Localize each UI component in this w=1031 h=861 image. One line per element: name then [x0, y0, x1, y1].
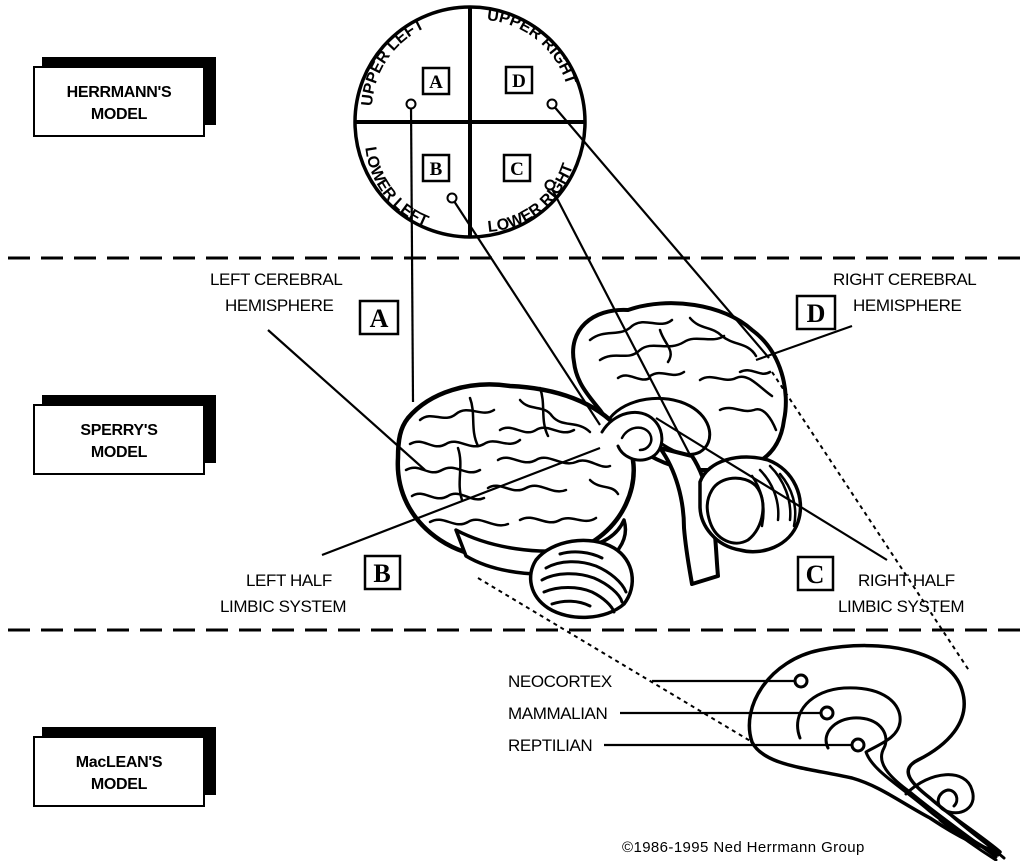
maclean-model-box: MacLEAN'S MODEL: [34, 727, 216, 806]
svg-text:B: B: [430, 159, 443, 180]
sperry-letter-a: A: [360, 301, 398, 334]
quadrant-letter-c: C: [504, 155, 530, 181]
reptilian-label: REPTILIAN: [508, 736, 592, 755]
quadrant-letter-b: B: [423, 155, 449, 181]
svg-text:D: D: [512, 71, 526, 92]
herrmann-model-box: HERRMANN'S MODEL: [34, 57, 216, 136]
sperry-letter-d: D: [797, 296, 835, 329]
neocortex-label: NEOCORTEX: [508, 672, 612, 691]
right-limbic-label-line2: LIMBIC SYSTEM: [838, 597, 964, 616]
quadrant-letter-d: D: [506, 67, 532, 93]
herrmann-quadrant-circle: UPPER LEFT UPPER RIGHT LOWER LEFT LOWER …: [355, 7, 585, 237]
svg-text:D: D: [807, 299, 826, 328]
dotted-right-hemisphere-to-maclean: [772, 372, 970, 672]
svg-text:B: B: [373, 559, 390, 588]
svg-text:C: C: [806, 560, 825, 589]
svg-text:A: A: [429, 72, 443, 93]
reptilian-dot: [852, 739, 864, 751]
dot-lower-left: [448, 194, 457, 203]
dot-lower-right: [546, 181, 555, 190]
sperry-letter-c: C: [798, 557, 833, 590]
left-limbic-label-line2: LIMBIC SYSTEM: [220, 597, 346, 616]
sperry-letter-b: B: [365, 556, 400, 589]
brainstem-loop: [906, 775, 973, 813]
right-cerebellum-white: [707, 478, 763, 543]
mammalian-label: MAMMALIAN: [508, 704, 607, 723]
left-cerebral-label-line1: LEFT CEREBRAL: [210, 270, 342, 289]
copyright-notice: ©1986-1995 Ned Herrmann Group: [622, 839, 865, 856]
model-label-word: MODEL: [91, 444, 148, 461]
neocortex-dot: [795, 675, 807, 687]
right-cerebral-label-line2: HEMISPHERE: [853, 296, 961, 315]
sperry-model-box: SPERRY'S MODEL: [34, 395, 216, 474]
connector-left-cerebral-callout: [268, 330, 425, 470]
svg-text:A: A: [370, 304, 389, 333]
model-label-word: MODEL: [91, 776, 148, 793]
quadrant-letter-a: A: [423, 68, 449, 94]
svg-text:C: C: [510, 159, 524, 180]
model-label-word: SPERRY'S: [80, 422, 158, 439]
brain-illustration: [398, 303, 801, 617]
dot-upper-left: [407, 100, 416, 109]
right-limbic-label-line1: RIGHT HALF: [858, 571, 955, 590]
connector-right-cerebral-callout: [756, 326, 852, 360]
right-cerebral-label-line1: RIGHT CEREBRAL: [833, 270, 976, 289]
model-label-word: HERRMANN'S: [67, 84, 172, 101]
left-cerebral-label-line2: HEMISPHERE: [225, 296, 333, 315]
model-label-word: MacLEAN'S: [76, 754, 163, 771]
left-limbic-label-line1: LEFT HALF: [246, 571, 332, 590]
model-label-word: MODEL: [91, 106, 148, 123]
triune-brain-schematic: [749, 646, 1004, 860]
dot-upper-right: [548, 100, 557, 109]
mammalian-dot: [821, 707, 833, 719]
